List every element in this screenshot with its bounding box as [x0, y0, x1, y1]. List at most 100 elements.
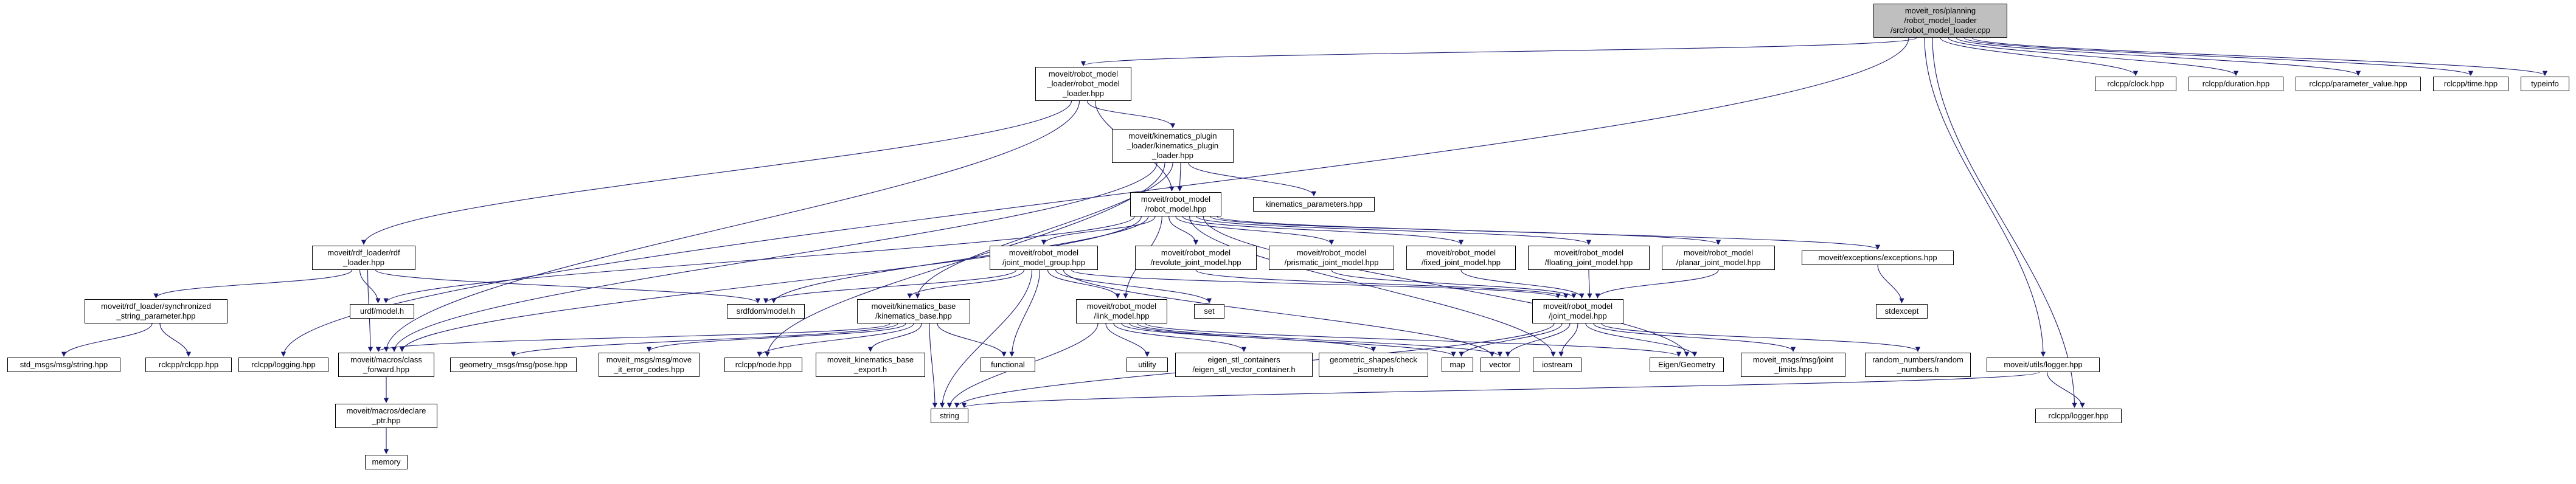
- graph-node-random_numbers_h[interactable]: random_numbers/random_numbers.h: [1865, 353, 1971, 377]
- include-edge: [763, 269, 1017, 303]
- graph-node-exceptions_hpp[interactable]: moveit/exceptions/exceptions.hpp: [1802, 251, 1954, 265]
- graph-node-iostream[interactable]: iostream: [1533, 358, 1581, 372]
- node-label-line: set: [1204, 306, 1215, 316]
- graph-node-floating_joint_model_hpp[interactable]: moveit/robot_model/floating_joint_model.…: [1528, 246, 1650, 270]
- include-edge: [1331, 269, 1577, 299]
- include-edge: [1595, 269, 1719, 299]
- graph-node-synchronized_string_parameter_hpp[interactable]: moveit/rdf_loader/synchronized_string_pa…: [85, 299, 227, 323]
- graph-node-utility[interactable]: utility: [1127, 358, 1168, 372]
- include-edge: [1121, 323, 1376, 352]
- node-label-line: /eigen_stl_vector_container.h: [1192, 365, 1296, 374]
- graph-node-rclcpp_parameter_value_hpp[interactable]: rclcpp/parameter_value.hpp: [2296, 77, 2421, 91]
- graph-node-declare_ptr_hpp[interactable]: moveit/macros/declare_ptr.hpp: [335, 404, 437, 428]
- graph-node-std_msgs_string_hpp[interactable]: std_msgs/msg/string.hpp: [7, 358, 120, 372]
- node-label-line: moveit/robot_model: [1140, 195, 1211, 204]
- graph-node-robot_model_hpp[interactable]: moveit/robot_model/robot_model.hpp: [1130, 192, 1221, 216]
- include-edge: [1145, 323, 1681, 357]
- include-edge: [153, 269, 353, 299]
- graph-node-srdfdom_model_h[interactable]: srdfdom/model.h: [727, 304, 805, 319]
- graph-node-stdexcept[interactable]: stdexcept: [1876, 304, 1928, 319]
- include-edge: [1196, 216, 1591, 245]
- node-label-line: vector: [1489, 360, 1511, 369]
- graph-node-class_forward_hpp[interactable]: moveit/macros/class_forward.hpp: [338, 353, 434, 377]
- graph-node-typeinfo[interactable]: typeinfo: [2521, 77, 2569, 91]
- graph-node-vector[interactable]: vector: [1481, 358, 1519, 372]
- graph-node-rclcpp_logging_hpp[interactable]: rclcpp/logging.hpp: [238, 358, 328, 372]
- include-edge: [1105, 323, 1150, 357]
- include-edge: [359, 269, 381, 303]
- node-label-line: std_msgs/msg/string.hpp: [19, 360, 108, 369]
- node-label-line: _forward.hpp: [363, 365, 409, 374]
- graph-node-kinematics_base_hpp[interactable]: moveit/kinematics_base/kinematics_base.h…: [857, 299, 970, 323]
- include-edge: [1459, 323, 1563, 357]
- node-label-line: moveit/robot_model: [1683, 248, 1754, 257]
- graph-node-string[interactable]: string: [931, 409, 968, 423]
- node-label-line: moveit_msgs/msg/joint: [1752, 355, 1834, 364]
- graph-node-robot_model_loader_hpp[interactable]: moveit/robot_model_loader/robot_model_lo…: [1035, 67, 1131, 101]
- graph-node-rclcpp_rclcpp_hpp[interactable]: rclcpp/rclcpp.hpp: [145, 358, 232, 372]
- graph-node-rclcpp_time_hpp[interactable]: rclcpp/time.hpp: [2433, 77, 2508, 91]
- include-edge: [1063, 269, 1495, 357]
- graph-node-memory[interactable]: memory: [365, 455, 408, 469]
- graph-node-fixed_joint_model_hpp[interactable]: moveit/robot_model/fixed_joint_model.hpp: [1406, 246, 1516, 270]
- graph-node-kinematics_plugin_loader_hpp[interactable]: moveit/kinematics_plugin_loader/kinemati…: [1112, 129, 1234, 163]
- graph-node-utils_logger_hpp[interactable]: moveit/utils/logger.hpp: [1987, 358, 2100, 372]
- include-edge: [1558, 323, 1578, 357]
- include-edge: [1175, 216, 1335, 245]
- node-label-line: /joint_model_group.hpp: [1002, 258, 1085, 267]
- node-label-line: moveit/robot_model: [1086, 302, 1157, 311]
- graph-node-prismatic_joint_model_hpp[interactable]: moveit/robot_model/prismatic_joint_model…: [1269, 246, 1394, 270]
- include-edge: [1505, 323, 1571, 357]
- graph-node-rdf_loader_hpp[interactable]: moveit/rdf_loader/rdf_loader.hpp: [312, 246, 415, 270]
- node-label-line: moveit/robot_model: [1009, 248, 1079, 257]
- graph-node-set[interactable]: set: [1194, 304, 1224, 319]
- node-label-line: _loader.hpp: [343, 258, 384, 267]
- graph-node-check_isometry_h[interactable]: geometric_shapes/check_isometry.h: [1319, 353, 1428, 377]
- include-edge: [1182, 216, 1463, 245]
- include-edge: [939, 269, 1033, 408]
- graph-node-eigen_stl_vector_container_h[interactable]: eigen_stl_containers/eigen_stl_vector_co…: [1175, 353, 1313, 377]
- node-label-line: moveit/macros/class: [350, 355, 422, 364]
- graph-node-eigen_geometry[interactable]: Eigen/Geometry: [1650, 358, 1724, 372]
- include-edge: [399, 216, 1142, 352]
- graph-node-functional[interactable]: functional: [981, 358, 1035, 372]
- node-label-line: moveit_kinematics_base: [827, 355, 914, 364]
- graph-node-rclcpp_clock_hpp[interactable]: rclcpp/clock.hpp: [2095, 77, 2176, 91]
- node-label-line: moveit/robot_model: [1161, 248, 1231, 257]
- graph-node-rclcpp_duration_hpp[interactable]: rclcpp/duration.hpp: [2189, 77, 2283, 91]
- graph-node-joint_limits_hpp[interactable]: moveit_msgs/msg/joint_limits.hpp: [1741, 353, 1845, 377]
- include-edge: [1940, 37, 2139, 76]
- include-edge: [771, 216, 1149, 303]
- node-label-line: moveit/robot_model: [1543, 302, 1613, 311]
- graph-node-joint_model_group_hpp[interactable]: moveit/robot_model/joint_model_group.hpp: [990, 246, 1098, 270]
- graph-node-rclcpp_node_hpp[interactable]: rclcpp/node.hpp: [724, 358, 802, 372]
- graph-node-geometry_msgs_pose_hpp[interactable]: geometry_msgs/msg/pose.hpp: [450, 358, 577, 372]
- node-label-line: moveit_ros/planning: [1904, 6, 1976, 15]
- node-label-line: moveit_msgs/msg/move: [606, 355, 692, 364]
- node-label-line: _string_parameter.hpp: [116, 311, 196, 320]
- node-label-line: moveit/robot_model: [1426, 248, 1496, 257]
- graph-node-kinematics_base_export_h[interactable]: moveit_kinematics_base_export.h: [816, 353, 925, 377]
- graph-node-move_it_error_codes_hpp[interactable]: moveit_msgs/msg/move_it_error_codes.hpp: [599, 353, 700, 377]
- graph-node-joint_model_hpp[interactable]: moveit/robot_model/joint_model.hpp: [1532, 299, 1623, 323]
- graph-node-link_model_hpp[interactable]: moveit/robot_model/link_model.hpp: [1076, 299, 1167, 323]
- graph-node-urdf_model_h[interactable]: urdf/model.h: [350, 304, 414, 319]
- include-edge: [915, 162, 1173, 299]
- node-label-line: random_numbers/random: [1872, 355, 1963, 364]
- graph-node-revolute_joint_model_hpp[interactable]: moveit/robot_model/revolute_joint_model.…: [1135, 246, 1257, 270]
- include-edge: [1585, 323, 1698, 357]
- include-edge: [1047, 269, 1120, 299]
- include-edge: [907, 269, 1025, 299]
- graph-node-rclcpp_logger_hpp[interactable]: rclcpp/logger.hpp: [2035, 409, 2122, 423]
- node-label-line: moveit/robot_model: [1554, 248, 1624, 257]
- include-edge: [1593, 323, 1796, 352]
- node-label-line: /floating_joint_model.hpp: [1544, 258, 1633, 267]
- node-label-line: /robot_model.hpp: [1145, 204, 1207, 213]
- graph-node-map[interactable]: map: [1442, 358, 1473, 372]
- node-label-line: /fixed_joint_model.hpp: [1421, 258, 1501, 267]
- graph-node-planar_joint_model_hpp[interactable]: moveit/robot_model/planar_joint_model.hp…: [1662, 246, 1775, 270]
- node-label-line: Eigen/Geometry: [1658, 360, 1715, 369]
- include-edge: [1137, 323, 1502, 357]
- node-label-line: _numbers.h: [1897, 365, 1939, 374]
- graph-node-kinematics_parameters_hpp[interactable]: kinematics_parameters.hpp: [1253, 197, 1375, 212]
